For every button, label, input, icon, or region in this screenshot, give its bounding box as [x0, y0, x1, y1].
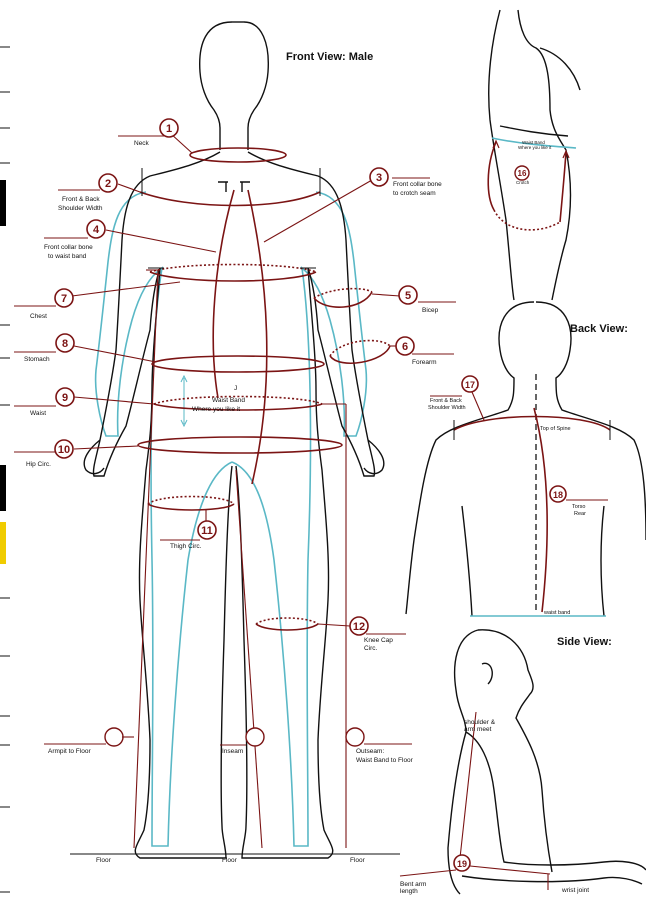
back-view-title: Back View: — [570, 323, 628, 335]
marker-16-label: Crotch — [516, 180, 530, 185]
marker-16-number: 16 — [518, 169, 527, 178]
floor-label-left: Floor — [96, 857, 112, 864]
marker-12-number: 12 — [353, 621, 365, 633]
marker-10-label: Hip Circ. — [26, 461, 51, 468]
marker-2-label-1: Front & Back — [62, 196, 100, 203]
marker-6-forearm: 6 Forearm — [330, 337, 454, 366]
marker-2-shoulder-width: 2 Front & Back Shoulder Width — [58, 168, 320, 212]
marker-12-knee: 12 Knee Cap Circ. — [256, 617, 406, 652]
marker-4-label-1: Front collar bone — [44, 244, 93, 251]
waist-band-back-label: waist band — [543, 610, 570, 616]
floor-label-center: Floor — [222, 857, 238, 864]
marker-17-number: 17 — [465, 380, 475, 390]
marker-17-label-1: Front & Back — [430, 398, 462, 404]
marker-18-label-2: Rear — [574, 511, 586, 517]
outseam-label-1: Outseam: — [356, 748, 384, 755]
marker-5-bicep: 5 Bicep — [314, 286, 456, 314]
marker-1-neck: 1 Neck — [118, 119, 286, 162]
side-view-figure: 19 shoulder & arm meet Bent arm length w… — [400, 630, 646, 895]
marker-3-number: 3 — [376, 172, 382, 184]
marker-1-number: 1 — [166, 123, 172, 135]
marker-12-label-2: Circ. — [364, 645, 378, 652]
marker-11-label: Thigh Circ. — [170, 543, 202, 550]
marker-2-label-2: Shoulder Width — [58, 205, 103, 212]
marker-4-number: 4 — [93, 224, 100, 236]
marker-9-label: Waist — [30, 410, 46, 417]
marker-1-label: Neck — [134, 140, 150, 147]
marker-18-label-1: Torso — [572, 504, 585, 510]
marker-3-label-2: to crotch seam — [393, 190, 436, 197]
marker-8-stomach: 8 Stomach — [14, 334, 324, 372]
side-tab-black-top — [0, 180, 6, 226]
front-view-title: Front View: Male — [286, 51, 373, 63]
marker-4-label-2: to waist band — [48, 253, 87, 260]
side-view-title: Side View: — [557, 636, 612, 648]
inseam: Inseam — [220, 470, 264, 848]
bent-arm-label-2: length — [400, 888, 418, 895]
marker-7-chest: 7 Chest — [14, 265, 316, 321]
marker-9-waist: Waist Band Where you like it 9 Waist — [14, 388, 322, 417]
marker-8-number: 8 — [62, 338, 68, 350]
marker-12-label-1: Knee Cap — [364, 637, 393, 644]
marker-17-label-2: Shoulder Width — [428, 405, 466, 411]
marker-5-label: Bicep — [422, 307, 439, 314]
side-tab-black-mid — [0, 465, 6, 511]
marker-5-number: 5 — [405, 290, 411, 302]
bent-arm-label-1: Bent arm — [400, 881, 426, 888]
marker-10-hip: 10 Hip Circ. — [14, 437, 342, 468]
marker-8-label: Stomach — [24, 356, 50, 363]
marker-7-label: Chest — [30, 313, 47, 320]
waist-band-label-2: Where you like it — [192, 406, 240, 413]
back-view-figure: 17 Front & Back Shoulder Width Top of Sp… — [406, 302, 646, 616]
crotch-waist-band-2: Where you like it — [518, 145, 552, 150]
floor-label-right: Floor — [350, 857, 366, 864]
navel-mark: J — [234, 385, 237, 392]
marker-19-number: 19 — [457, 859, 467, 869]
top-of-spine-label: Top of Spine — [540, 426, 571, 432]
marker-2-number: 2 — [105, 178, 111, 190]
outseam-label-2: Waist Band to Floor — [356, 757, 414, 764]
wrist-joint-label: wrist joint — [561, 887, 589, 894]
marker-6-label: Forearm — [412, 359, 437, 366]
armpit-floor-label: Armpit to Floor — [48, 748, 91, 755]
marker-10-number: 10 — [58, 444, 70, 456]
marker-3-label-1: Front collar bone — [393, 181, 442, 188]
inseam-label: Inseam — [222, 748, 243, 755]
marker-7-number: 7 — [61, 293, 67, 305]
marker-6-number: 6 — [402, 341, 408, 353]
shoulder-arm-label-1: shoulder & — [464, 719, 496, 726]
marker-9-number: 9 — [62, 392, 68, 404]
side-tab-yellow — [0, 522, 6, 564]
crotch-inset: Waist Band Where you like it 16 Crotch — [488, 10, 580, 300]
marker-18-number: 18 — [553, 490, 563, 500]
shoulder-arm-label-2: arm meet — [464, 726, 492, 733]
waist-band-label-1: Waist Band — [212, 397, 245, 404]
marker-11-number: 11 — [201, 525, 213, 537]
